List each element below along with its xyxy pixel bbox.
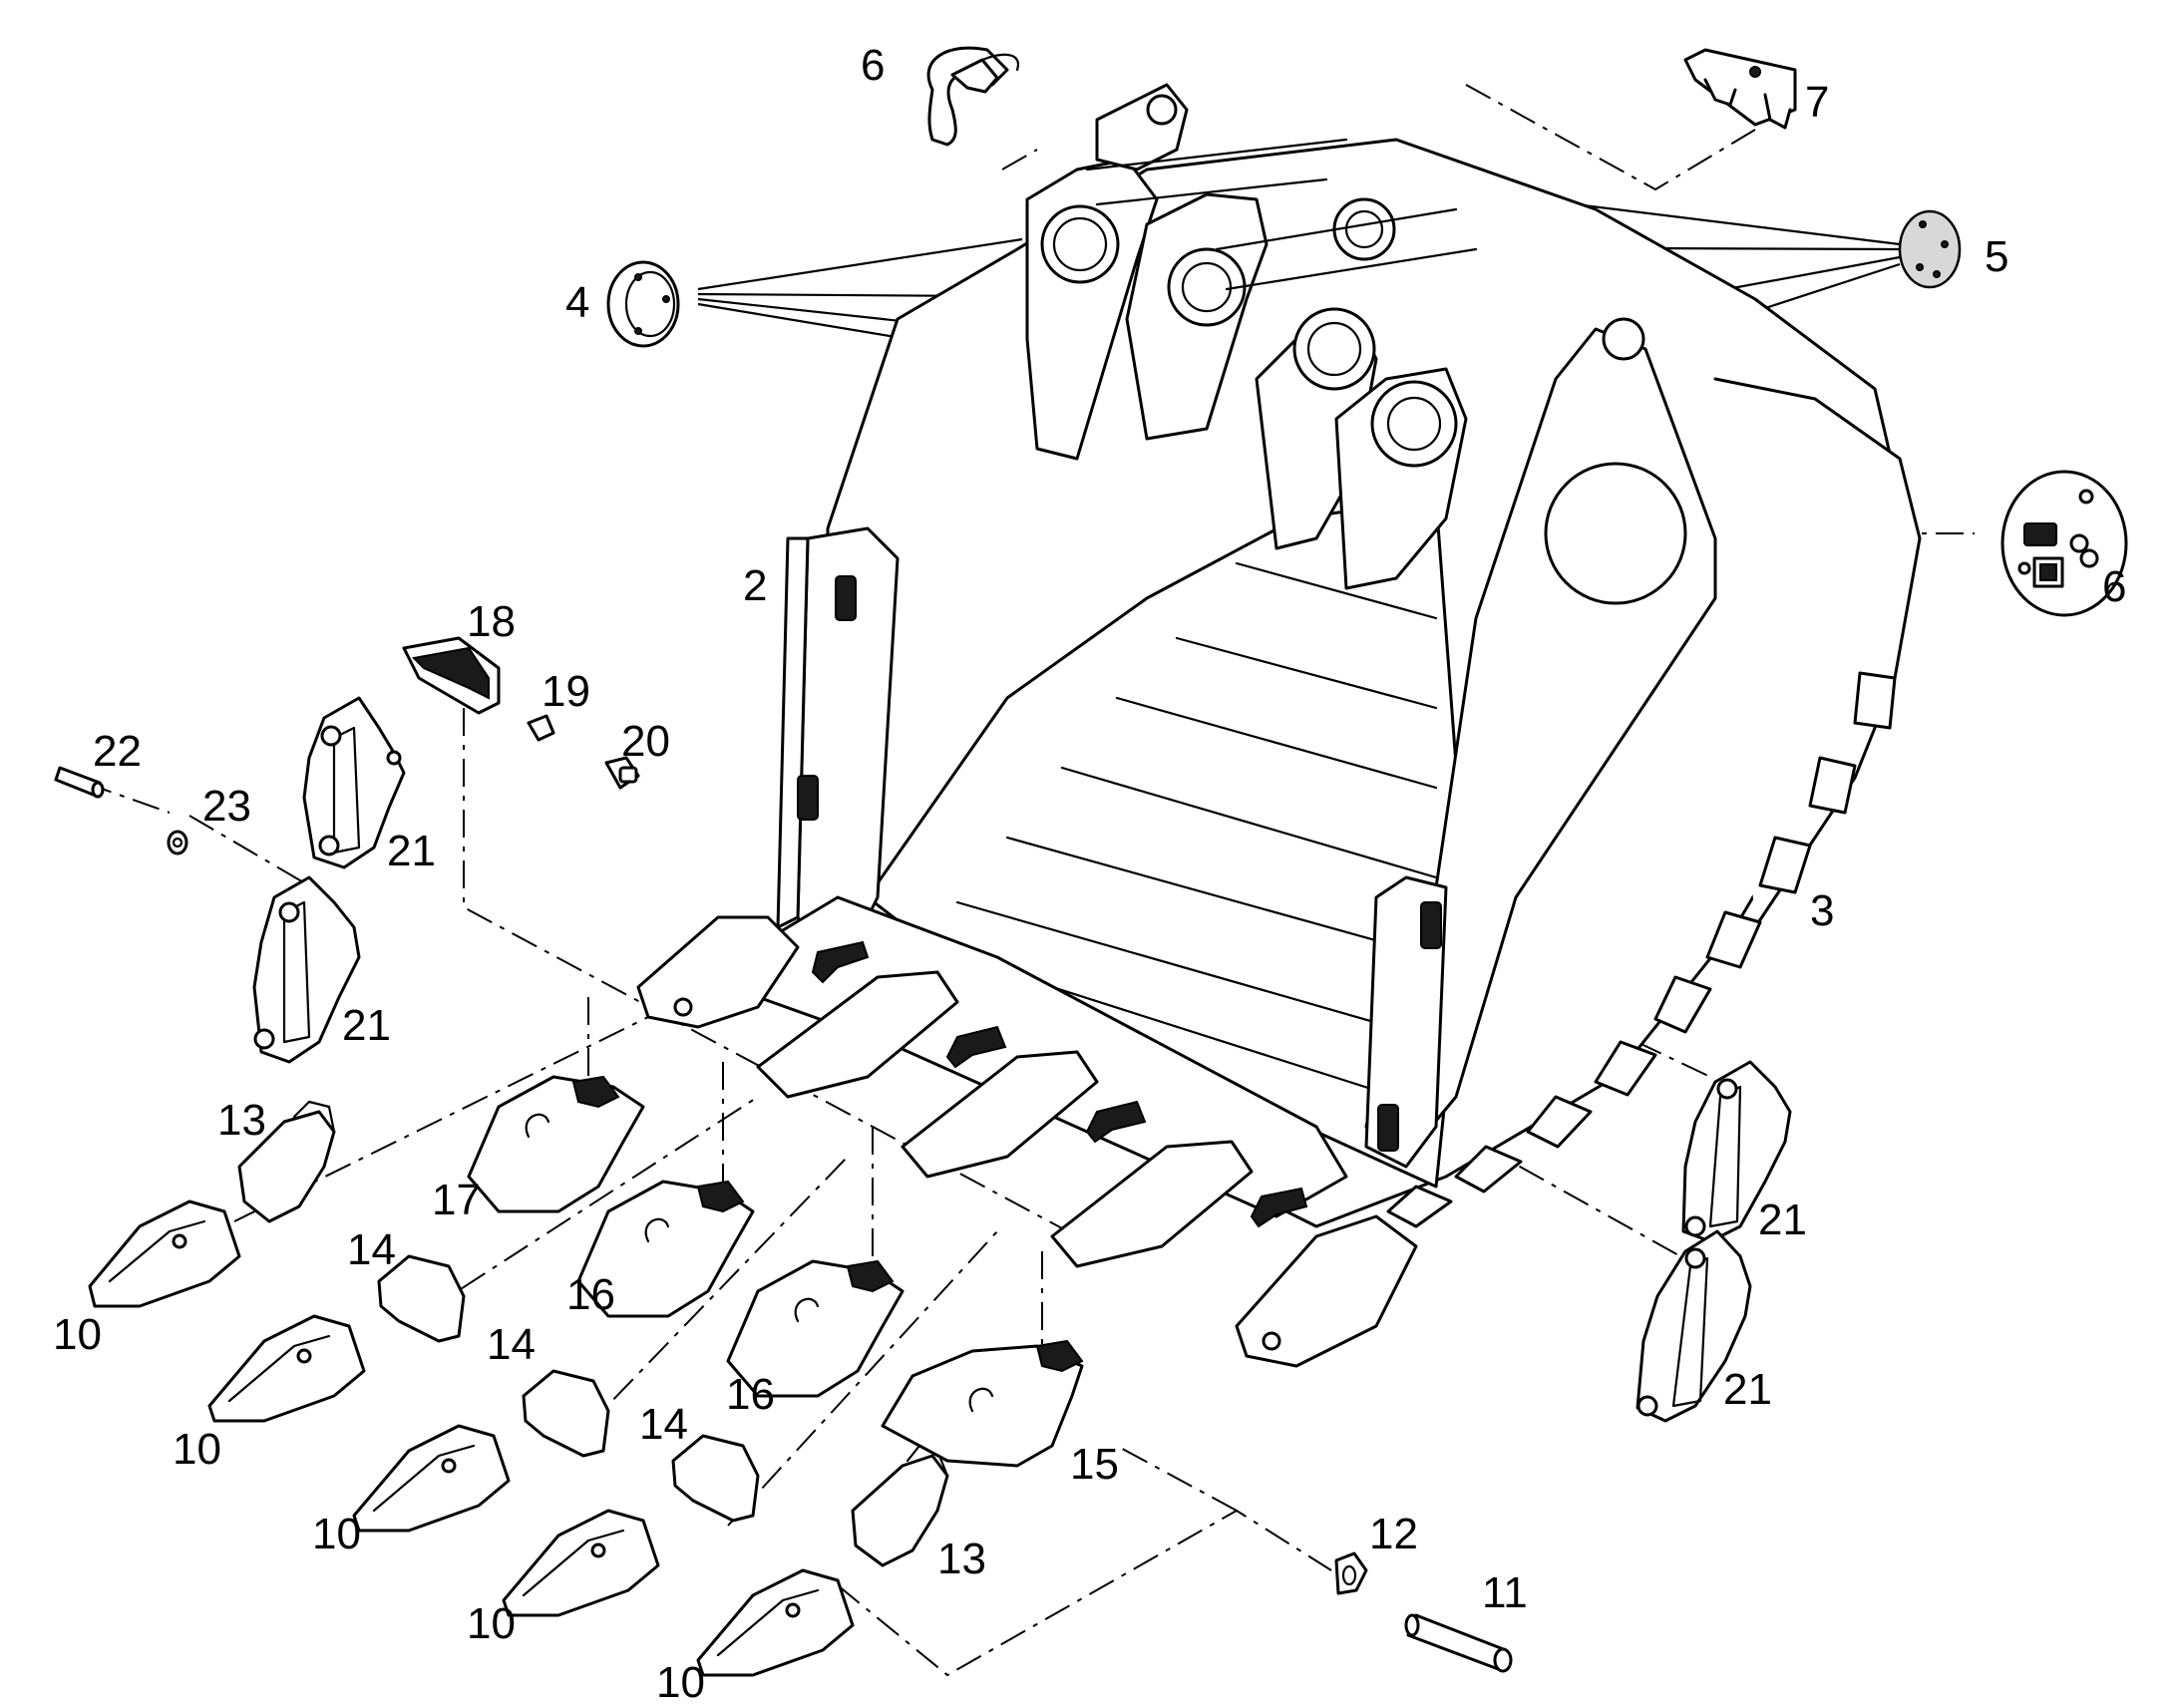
side-wear-blocks: [1386, 671, 1897, 1228]
tooth-10c: [352, 1424, 511, 1533]
cap-14a: [377, 1254, 466, 1343]
cap-14b: [522, 1369, 610, 1458]
lip-adapters: [756, 940, 1308, 1268]
adapter-13a: [237, 1100, 336, 1223]
plate-7: [1683, 48, 1797, 130]
callout-6-side: 6: [2102, 562, 2126, 611]
retainer-ring-6-top: [926, 46, 1020, 147]
washer-23: [167, 830, 188, 855]
bucket-body: [636, 83, 1922, 1368]
lock-18: [402, 636, 501, 715]
cover-plate-6-side: [2000, 470, 2128, 617]
callout-10e: 10: [656, 1658, 705, 1707]
callout-11: 11: [1482, 1568, 1528, 1617]
callout-23: 23: [202, 782, 251, 831]
callout-10c: 10: [312, 1510, 361, 1558]
callout-6-top: 6: [861, 41, 885, 90]
shroud-16a: [576, 1180, 755, 1318]
callout-21b: 21: [342, 1001, 391, 1050]
callout-10b: 10: [173, 1425, 221, 1474]
callout-21a: 21: [387, 827, 436, 875]
side-cutter-21d: [1635, 1229, 1752, 1423]
callout-5: 5: [1985, 232, 2008, 281]
pin-11: [1404, 1613, 1513, 1673]
side-cutter-21b: [252, 875, 361, 1064]
side-cutter-21c: [1681, 1060, 1792, 1243]
callout-14a: 14: [347, 1225, 396, 1274]
tooth-10a: [88, 1199, 241, 1308]
shroud-15: [881, 1339, 1084, 1468]
callout-4: 4: [565, 278, 589, 327]
callout-16b: 16: [726, 1370, 775, 1419]
callout-14c: 14: [639, 1400, 688, 1449]
clip-19: [527, 714, 555, 742]
callout-labels: 2 3 4 5 6 6 7 10 10 10 10 10 11 12 13 13…: [53, 41, 2126, 1707]
shroud-16b: [726, 1259, 905, 1398]
callout-2: 2: [743, 561, 767, 610]
callout-17: 17: [432, 1176, 481, 1224]
tooth-10e: [696, 1568, 855, 1677]
callout-22: 22: [93, 727, 142, 776]
retainer-12: [1334, 1551, 1368, 1595]
callout-21c: 21: [1758, 1196, 1807, 1244]
callout-3: 3: [1810, 886, 1834, 935]
callout-7: 7: [1805, 78, 1829, 127]
callout-19: 19: [542, 667, 590, 716]
callout-14b: 14: [487, 1320, 536, 1369]
callout-16a: 16: [566, 1270, 615, 1319]
callout-10d: 10: [467, 1599, 516, 1648]
callout-21d: 21: [1723, 1365, 1772, 1414]
callout-20: 20: [621, 717, 670, 766]
tooth-10b: [207, 1314, 366, 1423]
shroud-17: [467, 1075, 645, 1213]
adapter-13b: [851, 1444, 949, 1567]
callout-15: 15: [1070, 1440, 1119, 1489]
pin-22: [54, 766, 105, 799]
bolt-20: [604, 756, 640, 790]
pin-cap-4: [606, 260, 680, 348]
callout-13a: 13: [217, 1096, 266, 1145]
cap-14c: [671, 1434, 760, 1523]
callout-10a: 10: [53, 1310, 102, 1359]
side-cutter-21a: [302, 696, 406, 869]
callout-12: 12: [1369, 1510, 1418, 1558]
callout-18: 18: [467, 597, 516, 646]
tooth-10d: [502, 1509, 660, 1617]
pin-cap-5: [1898, 209, 1962, 289]
callout-13b: 13: [937, 1535, 986, 1583]
